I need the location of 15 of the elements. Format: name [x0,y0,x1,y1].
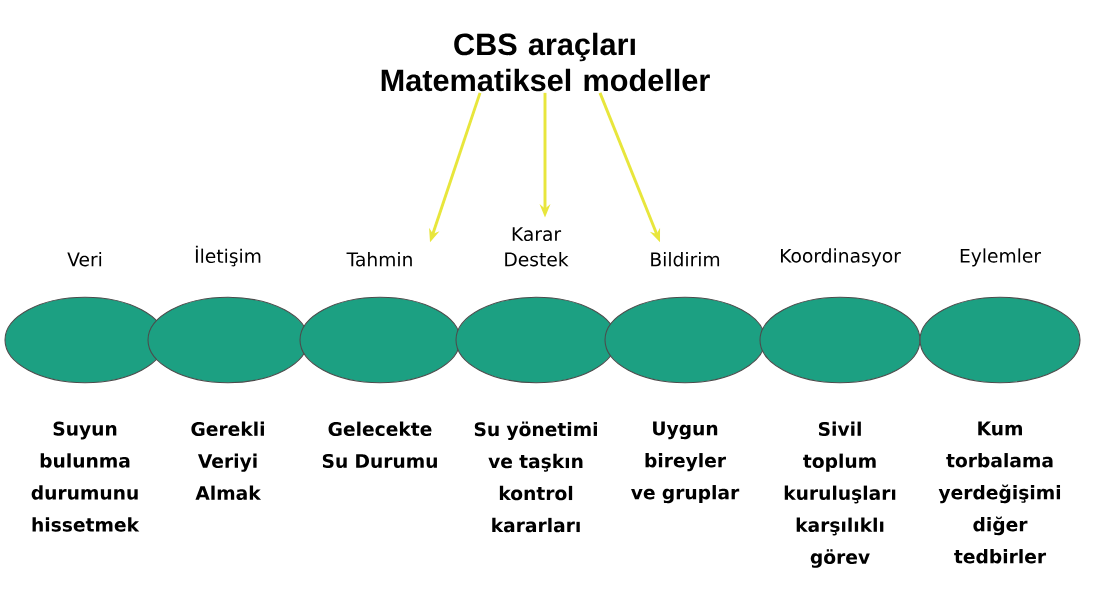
description: Su yönetimi ve taşkın kontrol kararları [474,421,597,533]
description: Gerekli Veriyi Almak [191,421,264,501]
heading: CBS araçları Matematiksel modeller [381,32,710,92]
heading: Karar Destek [505,227,569,267]
heading: Bildirim [651,251,720,267]
description: Uygun bireyler ve gruplar [631,421,740,504]
description: Gelecekte Su Durumu [322,421,437,469]
description: Kum torbalama yerdeğişimi diğer tedbirler [938,421,1061,564]
heading: Eylemler [960,248,1042,267]
description: Sivil toplum kuruluşları karşılıklı görev [784,421,896,568]
heading: İletişim [195,245,261,267]
heading: Koordinasyor [781,248,901,267]
description: Suyun bulunma durumunu hissetmek [31,421,140,532]
heading: Tahmin [346,251,412,267]
heading: Veri [67,251,102,267]
